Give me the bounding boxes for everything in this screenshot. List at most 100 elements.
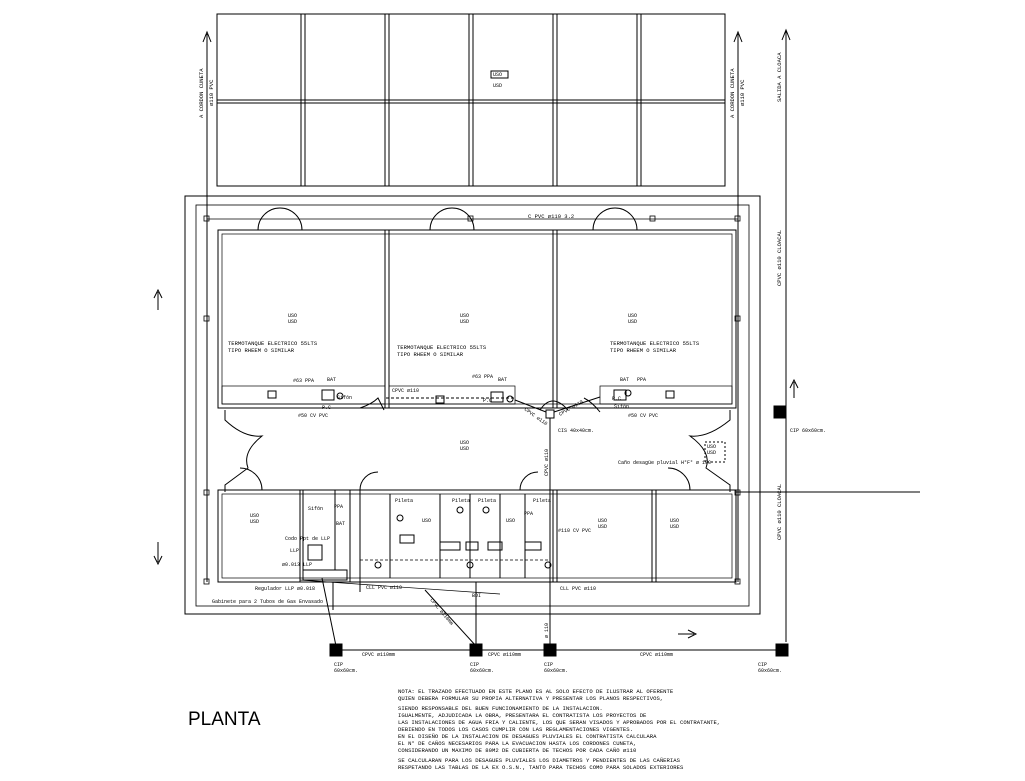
pileta-label: Pileta: [452, 498, 470, 504]
room-tag-sub: USD: [707, 450, 716, 456]
cv-right-label: #50 CV PVC: [628, 413, 658, 419]
cv-bath-label: #110 CV PVC: [558, 528, 591, 534]
pc-label: P.C: [322, 405, 331, 411]
cis-label: CIS 40x40cm.: [558, 428, 594, 434]
arrow-up-icon: [781, 28, 791, 41]
room-tag-sub: USD: [460, 446, 469, 452]
equip-label: ø0.013 LLP: [282, 562, 312, 568]
heater-label-2b: TIPO RHEEM O SIMILAR: [397, 351, 464, 358]
ppa-label-3: PPA: [637, 377, 646, 383]
bottom-pipe-label-2: CPVC ø110mm: [488, 652, 521, 658]
top-rooms: [217, 207, 737, 409]
room-tag: USO: [422, 518, 431, 524]
sifon-label-3: Sifón: [614, 404, 629, 410]
room-tag: USO: [506, 518, 515, 524]
cip-size: 60x60cm.: [470, 668, 494, 674]
right-vertical-label: A CORDON CUNETA: [729, 68, 736, 118]
ppa-label-2: #63 PPA: [472, 374, 493, 380]
heater-label-2: TERMOTANQUE ELECTRICO 55LTS: [397, 344, 487, 351]
pileta-label: Pileta: [478, 498, 496, 504]
note-line: IGUALMENTE, ADJUDICADA LA OBRA, PRESENTA…: [398, 712, 647, 719]
room-tag: USO: [670, 518, 679, 524]
room-tag-sub: USD: [460, 319, 469, 325]
room-tag: USO: [460, 440, 469, 446]
bottom-pipe-label-3: CPVC ø110mm: [640, 652, 673, 658]
bat-label-2: BAT: [498, 377, 507, 383]
roof-tag-box: [490, 70, 509, 79]
cpvc-mid-label: CPVC ø110: [392, 388, 419, 394]
cll-label-2: CLL PVC ø110: [560, 586, 596, 592]
heater-label-1: TERMOTANQUE ELECTRICO 55LTS: [228, 340, 318, 347]
ppa-bath-label: PPA: [334, 504, 343, 510]
pileta-label: Pileta: [533, 498, 551, 504]
bottom-wing: [217, 467, 737, 583]
sifon-label: Sifón: [337, 395, 352, 401]
sifon-bath-label: Sifón: [308, 506, 323, 512]
cip-right-label: CIP 60x60cm.: [790, 428, 826, 434]
cip-label: CIP: [470, 662, 479, 668]
arrow-icon: [153, 288, 799, 639]
pluvial-pipe-label: Caño desagüe pluvial H°F° ø 100: [618, 460, 711, 466]
note-line: RESPETANDO LAS TABLAS DE LA EX O.S.N., T…: [398, 764, 684, 771]
notes-block: NOTA: EL TRAZADO EFECTUADO EN ESTE PLANO…: [398, 688, 720, 771]
pileta-label: Pileta: [395, 498, 413, 504]
pc-label-3: P.C: [612, 396, 621, 402]
room-tag-sub: USD: [288, 319, 297, 325]
arrow-up-icon: [202, 30, 212, 43]
heater-label-3: TERMOTANQUE ELECTRICO 55LTS: [610, 340, 700, 347]
note-line: EL N° DE CAÑOS NECESARIOS PARA LA EVACUA…: [398, 740, 636, 747]
cpvc-diag-label-1: CPVC ø110: [523, 407, 549, 427]
roof-tag-sub: USD: [493, 83, 502, 89]
bat-label: BAT: [327, 377, 336, 383]
room-tag: USO: [598, 518, 607, 524]
left-vertical-sub: ø110 PVC: [208, 79, 215, 106]
top-pipe-label: C PVC ø110 3.2: [528, 213, 574, 220]
note-line: QUIEN DEBERA FORMULAR SU PROPIA ALTERNAT…: [398, 695, 663, 702]
cip-label: CIP: [544, 662, 553, 668]
codo-label: Codo Ppt de LLP: [285, 536, 330, 542]
note-line: LAS INSTALACIONES DE AGUA FRIA Y CALIENT…: [398, 719, 720, 726]
cip-label: CIP: [334, 662, 343, 668]
left-vertical-label: A CORDON CUNETA: [198, 68, 205, 118]
bottom-pipe-label-1: CPVC ø110mm: [362, 652, 395, 658]
llp-label: LLP: [290, 548, 299, 554]
pc-label-2: P.C: [483, 398, 492, 404]
note-line: DEBIENDO EN TODOS LOS CASOS CUMPLIR CON …: [398, 726, 633, 733]
sewer-outlet-label: SALIDA A CLOACA: [776, 52, 783, 102]
right-vertical-sub: ø110 PVC: [739, 79, 746, 106]
roof-tag: USO: [493, 72, 502, 78]
nodes: [203, 215, 741, 585]
room-tag: USO: [288, 313, 297, 319]
bat-bath-label: BAT: [336, 521, 345, 527]
room-tag-sub: USD: [598, 524, 607, 530]
ppa-bath-label: PPA: [524, 511, 533, 517]
building-inner-outline: [195, 204, 750, 607]
room-tag: USO: [460, 313, 469, 319]
regulador-label: Regulador LLP ø0.018: [255, 586, 315, 592]
note-line: SIENDO RESPONSABLE DEL BUEN FUNCIONAMIEN…: [398, 705, 603, 712]
vertical-cpvc-label: CPVC ø110: [544, 449, 550, 476]
cip-boxes: [329, 405, 789, 657]
page-title: PLANTA: [188, 709, 261, 730]
building-outline: [184, 195, 761, 615]
cabinet-label: Gabinete para 2 Tubos de Gas Envasado: [212, 599, 323, 605]
room-tag: USO: [628, 313, 637, 319]
sewer-pipe-label-lower: CPVC ø110 CLOACAL: [776, 484, 783, 540]
note-line: CONSIDERANDO UN MAXIMO DE 80M2 DE CUBIER…: [398, 747, 637, 754]
arrow-up-icon: [733, 30, 743, 43]
heater-label-1b: TIPO RHEEM O SIMILAR: [228, 347, 295, 354]
cip-size: 60x60cm.: [544, 668, 568, 674]
cis-box: [545, 409, 555, 419]
note-line: NOTA: EL TRAZADO EFECTUADO EN ESTE PLANO…: [398, 688, 674, 695]
room-tag: USO: [250, 513, 259, 519]
cll-label-1: CLL PVC ø110: [366, 585, 402, 591]
bdi-label: BDI: [472, 593, 481, 599]
ppa-label: #63 PPA: [293, 378, 314, 384]
note-line: EN EL DISEÑO DE LA INSTALACION DE DESAGU…: [398, 733, 657, 740]
cip-label: CIP: [758, 662, 767, 668]
room-tag-sub: USD: [670, 524, 679, 530]
heater-label-3b: TIPO RHEEM O SIMILAR: [610, 347, 677, 354]
bath-fixtures: [360, 506, 552, 569]
roof-drain: [704, 441, 726, 463]
cv-left-label: #50 CV PVC: [298, 413, 328, 419]
